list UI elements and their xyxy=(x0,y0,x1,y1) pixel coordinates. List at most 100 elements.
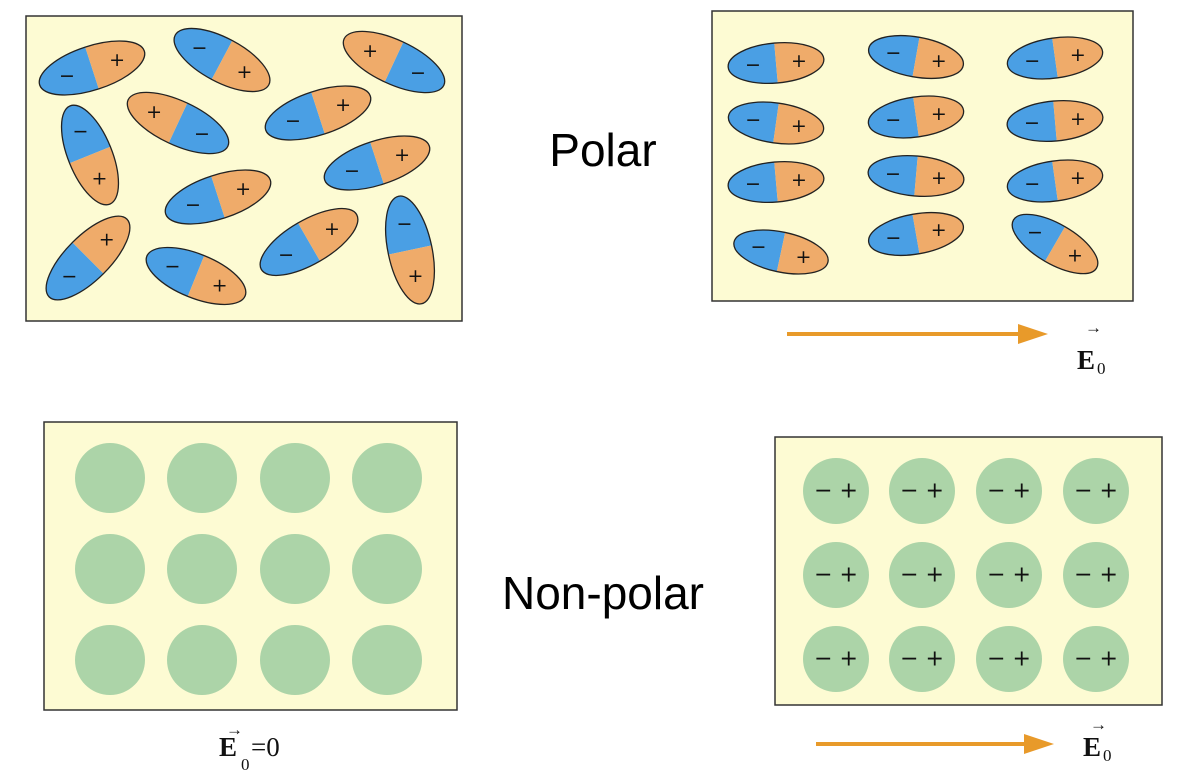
positive-sign: + xyxy=(324,218,340,240)
negative-sign: − xyxy=(745,109,761,131)
negative-sign: − xyxy=(344,160,360,182)
negative-sign: − xyxy=(885,163,901,185)
negative-sign: − xyxy=(192,37,208,59)
negative-sign: − xyxy=(885,227,901,249)
positive-sign: + xyxy=(362,40,378,62)
field-label-zero: → E 0 =0 xyxy=(219,720,280,774)
nonpolar-atom xyxy=(260,534,330,604)
positive-sign: + xyxy=(931,219,947,241)
polarization-signs: − + xyxy=(1074,479,1118,504)
positive-sign: + xyxy=(931,50,947,72)
polarized-atom xyxy=(1063,626,1129,692)
polarization-signs: − + xyxy=(814,479,858,504)
positive-sign: + xyxy=(1067,245,1083,267)
positive-sign: + xyxy=(931,167,947,189)
positive-sign: + xyxy=(109,49,125,71)
polarization-signs: − + xyxy=(987,479,1031,504)
nonpolar-atom xyxy=(352,443,422,513)
negative-sign: − xyxy=(285,110,301,132)
dipole-molecule: −+ xyxy=(726,157,826,207)
negative-sign: − xyxy=(164,256,180,278)
polarized-atom xyxy=(889,542,955,608)
positive-sign: + xyxy=(237,61,253,83)
vector-arrow-icon: → xyxy=(226,720,243,739)
dipole-molecule: −+ xyxy=(866,151,966,201)
polarized-atom xyxy=(803,626,869,692)
polarization-signs: − + xyxy=(814,563,858,588)
negative-sign: − xyxy=(410,62,426,84)
negative-sign: − xyxy=(745,173,761,195)
negative-sign: − xyxy=(194,123,210,145)
polarization-signs: − + xyxy=(1074,563,1118,588)
polarization-signs: − + xyxy=(814,647,858,672)
positive-sign: + xyxy=(408,265,424,287)
positive-sign: + xyxy=(235,178,251,200)
negative-sign: − xyxy=(185,194,201,216)
negative-sign: − xyxy=(1027,222,1043,244)
polarization-signs: − + xyxy=(900,563,944,588)
negative-sign: − xyxy=(278,244,294,266)
nonpolar-atom xyxy=(167,534,237,604)
negative-sign: − xyxy=(745,54,761,76)
dipole-molecule: −+ xyxy=(250,195,368,289)
vector-arrow-icon: → xyxy=(1085,318,1102,337)
positive-sign: + xyxy=(146,101,162,123)
polarized-atom xyxy=(1063,458,1129,524)
polarized-atom xyxy=(889,626,955,692)
positive-sign: + xyxy=(791,50,807,72)
field-label-polar: → E 0 xyxy=(1077,318,1106,378)
field-label-nonpolar: → E 0 xyxy=(1083,715,1112,765)
polarization-signs: − + xyxy=(900,479,944,504)
nonpolar-atom xyxy=(352,534,422,604)
non-polar-label: Non-polar xyxy=(502,567,704,619)
svg-text:=0: =0 xyxy=(251,732,280,762)
positive-sign: + xyxy=(335,94,351,116)
field-arrow-polar xyxy=(787,324,1048,344)
negative-sign: − xyxy=(59,65,75,87)
nonpolar-atom xyxy=(75,625,145,695)
positive-sign: + xyxy=(791,115,807,137)
positive-sign: + xyxy=(931,103,947,125)
negative-sign: − xyxy=(73,120,89,142)
polarized-atom xyxy=(976,458,1042,524)
svg-text:E: E xyxy=(219,732,237,762)
negative-sign: − xyxy=(61,266,77,288)
negative-sign: − xyxy=(885,109,901,131)
negative-sign: − xyxy=(1024,173,1040,195)
polarized-atoms: − +− +− +− +− +− +− +− +− +− +− +− + xyxy=(803,458,1129,692)
field-arrow-nonpolar xyxy=(816,734,1054,754)
positive-sign: + xyxy=(1070,167,1086,189)
negative-sign: − xyxy=(751,236,767,258)
svg-text:E: E xyxy=(1077,345,1095,375)
polarization-signs: − + xyxy=(987,563,1031,588)
dipole-molecule: −+ xyxy=(1005,96,1105,146)
nonpolar-atom xyxy=(352,625,422,695)
negative-sign: − xyxy=(1024,50,1040,72)
polarized-atom xyxy=(889,458,955,524)
polarized-atom xyxy=(976,626,1042,692)
positive-sign: + xyxy=(92,168,108,190)
positive-sign: + xyxy=(796,246,812,268)
vector-arrow-icon: → xyxy=(1090,715,1107,734)
positive-sign: + xyxy=(1070,44,1086,66)
polar-label: Polar xyxy=(549,124,656,176)
positive-sign: + xyxy=(99,228,115,250)
negative-sign: − xyxy=(397,213,413,235)
polarized-atom xyxy=(803,542,869,608)
dipole-molecule: −+ xyxy=(726,38,826,88)
positive-sign: + xyxy=(791,169,807,191)
nonpolar-atom xyxy=(260,625,330,695)
nonpolar-atom xyxy=(75,443,145,513)
nonpolar-atom xyxy=(260,443,330,513)
nonpolar-atom xyxy=(167,443,237,513)
negative-sign: − xyxy=(885,42,901,64)
polarization-signs: − + xyxy=(1074,647,1118,672)
svg-text:E: E xyxy=(1083,732,1101,762)
positive-sign: + xyxy=(1070,108,1086,130)
polarization-signs: − + xyxy=(900,647,944,672)
polarized-atom xyxy=(1063,542,1129,608)
positive-sign: + xyxy=(394,144,410,166)
nonpolar-atom xyxy=(75,534,145,604)
polarized-atom xyxy=(976,542,1042,608)
